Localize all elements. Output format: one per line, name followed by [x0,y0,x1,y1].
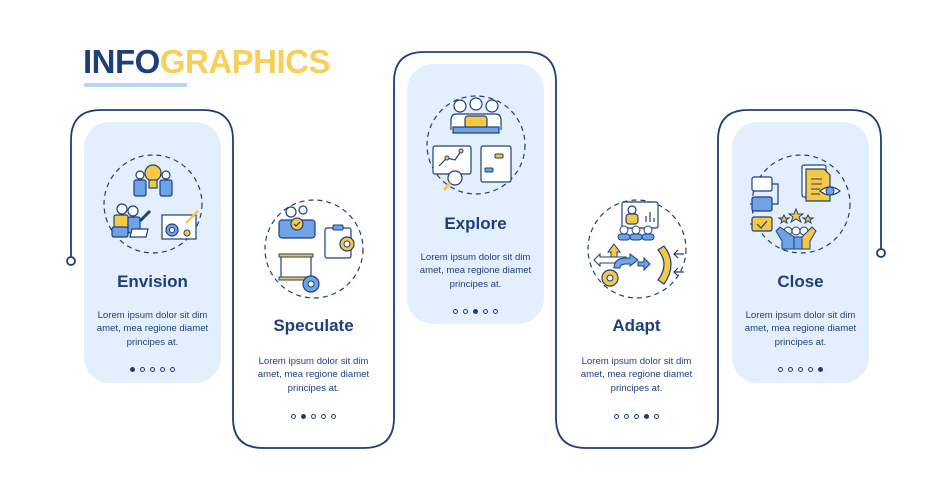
dot-indicator [321,414,326,419]
dot-indicator [634,414,639,419]
stage-description: Lorem ipsum dolor sit dim amet, mea regi… [96,310,209,348]
pagination-dots [732,367,869,373]
stage-description: Lorem ipsum dolor sit dim amet, mea regi… [257,356,370,394]
dot-indicator [463,309,468,314]
stage-title: Close [777,272,824,291]
dot-indicator [614,414,619,419]
stage-description: Lorem ipsum dolor sit dim amet, mea regi… [580,356,693,394]
presentation-arrows-shield-icon [587,199,687,299]
stage-title: Envision [117,272,188,291]
dot-indicator [473,309,478,314]
stage-title: Speculate [273,316,354,335]
dot-indicator [301,414,306,419]
stage-title: Explore [444,214,507,233]
dot-indicator [624,414,629,419]
dot-indicator [798,367,803,372]
card-background-close [732,122,869,383]
end-node-circle [876,248,886,258]
dot-indicator [170,367,175,372]
dot-indicator [311,414,316,419]
dot-indicator [818,367,823,372]
dot-indicator [453,309,458,314]
team-idea-target-icon [103,154,203,254]
dot-indicator [808,367,813,372]
dot-indicator [291,414,296,419]
stage-title: Adapt [612,316,661,335]
dot-indicator [130,367,135,372]
dot-indicator [150,367,155,372]
dot-indicator [788,367,793,372]
pagination-dots [568,414,705,420]
stage-description: Lorem ipsum dolor sit dim amet, mea regi… [419,252,532,290]
pagination-dots [84,367,221,373]
start-node-circle [66,256,76,266]
dot-indicator [654,414,659,419]
dot-indicator [483,309,488,314]
pagination-dots [245,414,382,420]
dot-indicator [331,414,336,419]
stage-description: Lorem ipsum dolor sit dim amet, mea regi… [744,310,857,348]
dot-indicator [493,309,498,314]
dot-indicator [160,367,165,372]
dot-indicator [778,367,783,372]
meeting-analytics-controls-icon [426,95,526,195]
infographics-title: INFOGRAPHICS [83,43,331,80]
dot-indicator [644,414,649,419]
plan-checklist-gear-icon [264,199,364,299]
title-part-graphics: GRAPHICS [159,43,331,80]
title-underline [84,83,187,87]
dot-indicator [140,367,145,372]
pagination-dots [407,309,544,315]
review-documents-rating-icon [750,154,851,254]
title-part-info: INFO [83,43,160,80]
